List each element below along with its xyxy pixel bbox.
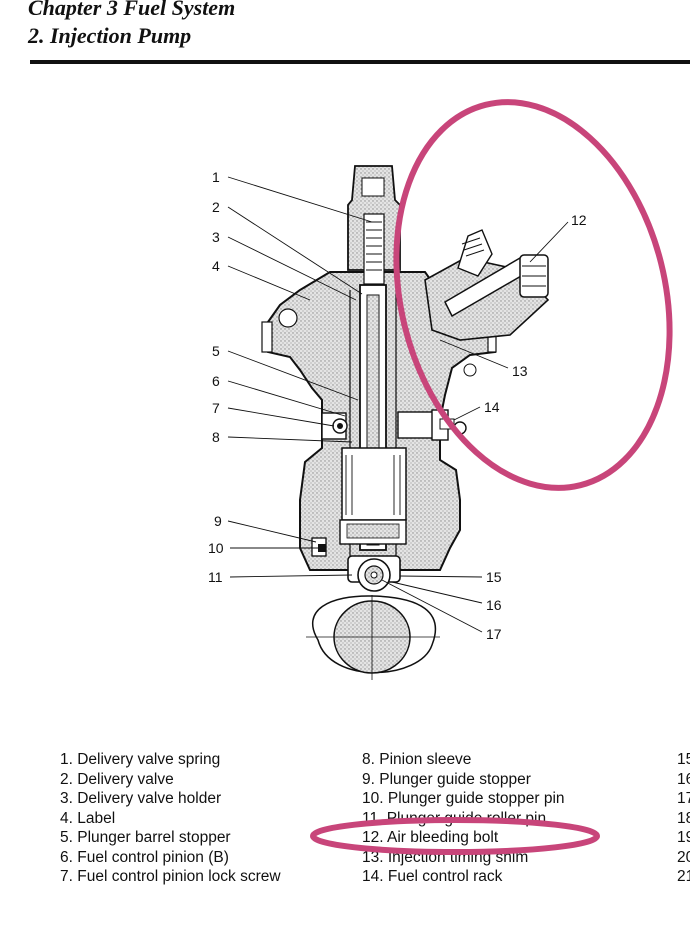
legend-item: 19 (677, 829, 690, 846)
plunger-guide (311, 537, 401, 592)
legend-item: 20 (677, 848, 690, 866)
legend-item: 7. Fuel control pinion lock screw (60, 868, 281, 885)
air-bleeding-bolt-assembly (424, 229, 550, 341)
callout-2: 2 (212, 199, 220, 215)
legend-item: 15 (677, 751, 690, 768)
legend-item: 13. Injection timing shim (362, 848, 529, 866)
callout-9: 9 (214, 513, 222, 529)
legend-item: 14. Fuel control rack (362, 868, 503, 885)
callout-13: 13 (512, 363, 528, 379)
legend-item: 4. Label (60, 809, 116, 827)
legend-item: 1. Delivery valve spring (60, 751, 221, 768)
delivery-valve-holder (347, 165, 401, 285)
legend-item: 16 (677, 770, 690, 788)
callout-14: 14 (484, 399, 500, 415)
legend-item: 9. Plunger guide stopper (362, 770, 531, 788)
leader-lines (227, 176, 569, 633)
chapter-header: Chapter 3 Fuel System 2. Injection Pump (28, 0, 235, 50)
legend-item: 8. Pinion sleeve (362, 751, 472, 768)
callout-5: 5 (212, 343, 220, 359)
legend-column-2: 8. Pinion sleeve 9. Plunger guide stoppe… (362, 750, 565, 887)
legend-item: 17 (677, 790, 690, 807)
callout-3: 3 (212, 229, 220, 245)
legend-item: 2. Delivery valve (60, 770, 174, 788)
legend-item: 12. Air bleeding bolt (362, 829, 499, 846)
plunger (339, 284, 407, 560)
callout-15: 15 (486, 569, 502, 585)
annotation-ellipse-bolt (393, 99, 673, 491)
legend-item: 21 (677, 868, 690, 885)
callout-4: 4 (212, 258, 220, 274)
legend-column-3-cut-off: 15 16 17 18 19 20 21 (677, 750, 690, 887)
injection-pump-diagram: 1 2 3 4 5 6 7 8 9 10 11 12 13 14 15 16 1… (208, 99, 673, 680)
legend-item: 11. Plunger guide roller pin (362, 809, 547, 827)
callout-7: 7 (212, 400, 220, 416)
callout-12: 12 (571, 212, 587, 228)
legend-item: 5. Plunger barrel stopper (60, 829, 231, 846)
callout-10: 10 (208, 540, 224, 556)
callout-16: 16 (486, 597, 502, 613)
camshaft (306, 595, 440, 680)
callout-11: 11 (208, 569, 223, 585)
callout-1: 1 (212, 169, 220, 185)
legend-item: 3. Delivery valve holder (60, 790, 222, 807)
callout-17: 17 (486, 626, 502, 642)
callout-8: 8 (212, 429, 220, 445)
legend-column-1: 1. Delivery valve spring 2. Delivery val… (60, 750, 281, 887)
section-title: 2. Injection Pump (28, 23, 192, 48)
chapter-title: Chapter 3 Fuel System (28, 0, 236, 20)
callout-6: 6 (212, 373, 220, 389)
header-rule (30, 60, 690, 64)
legend-item: 18 (677, 809, 690, 827)
legend-item: 10. Plunger guide stopper pin (362, 790, 565, 807)
legend-item: 6. Fuel control pinion (B) (60, 848, 229, 866)
